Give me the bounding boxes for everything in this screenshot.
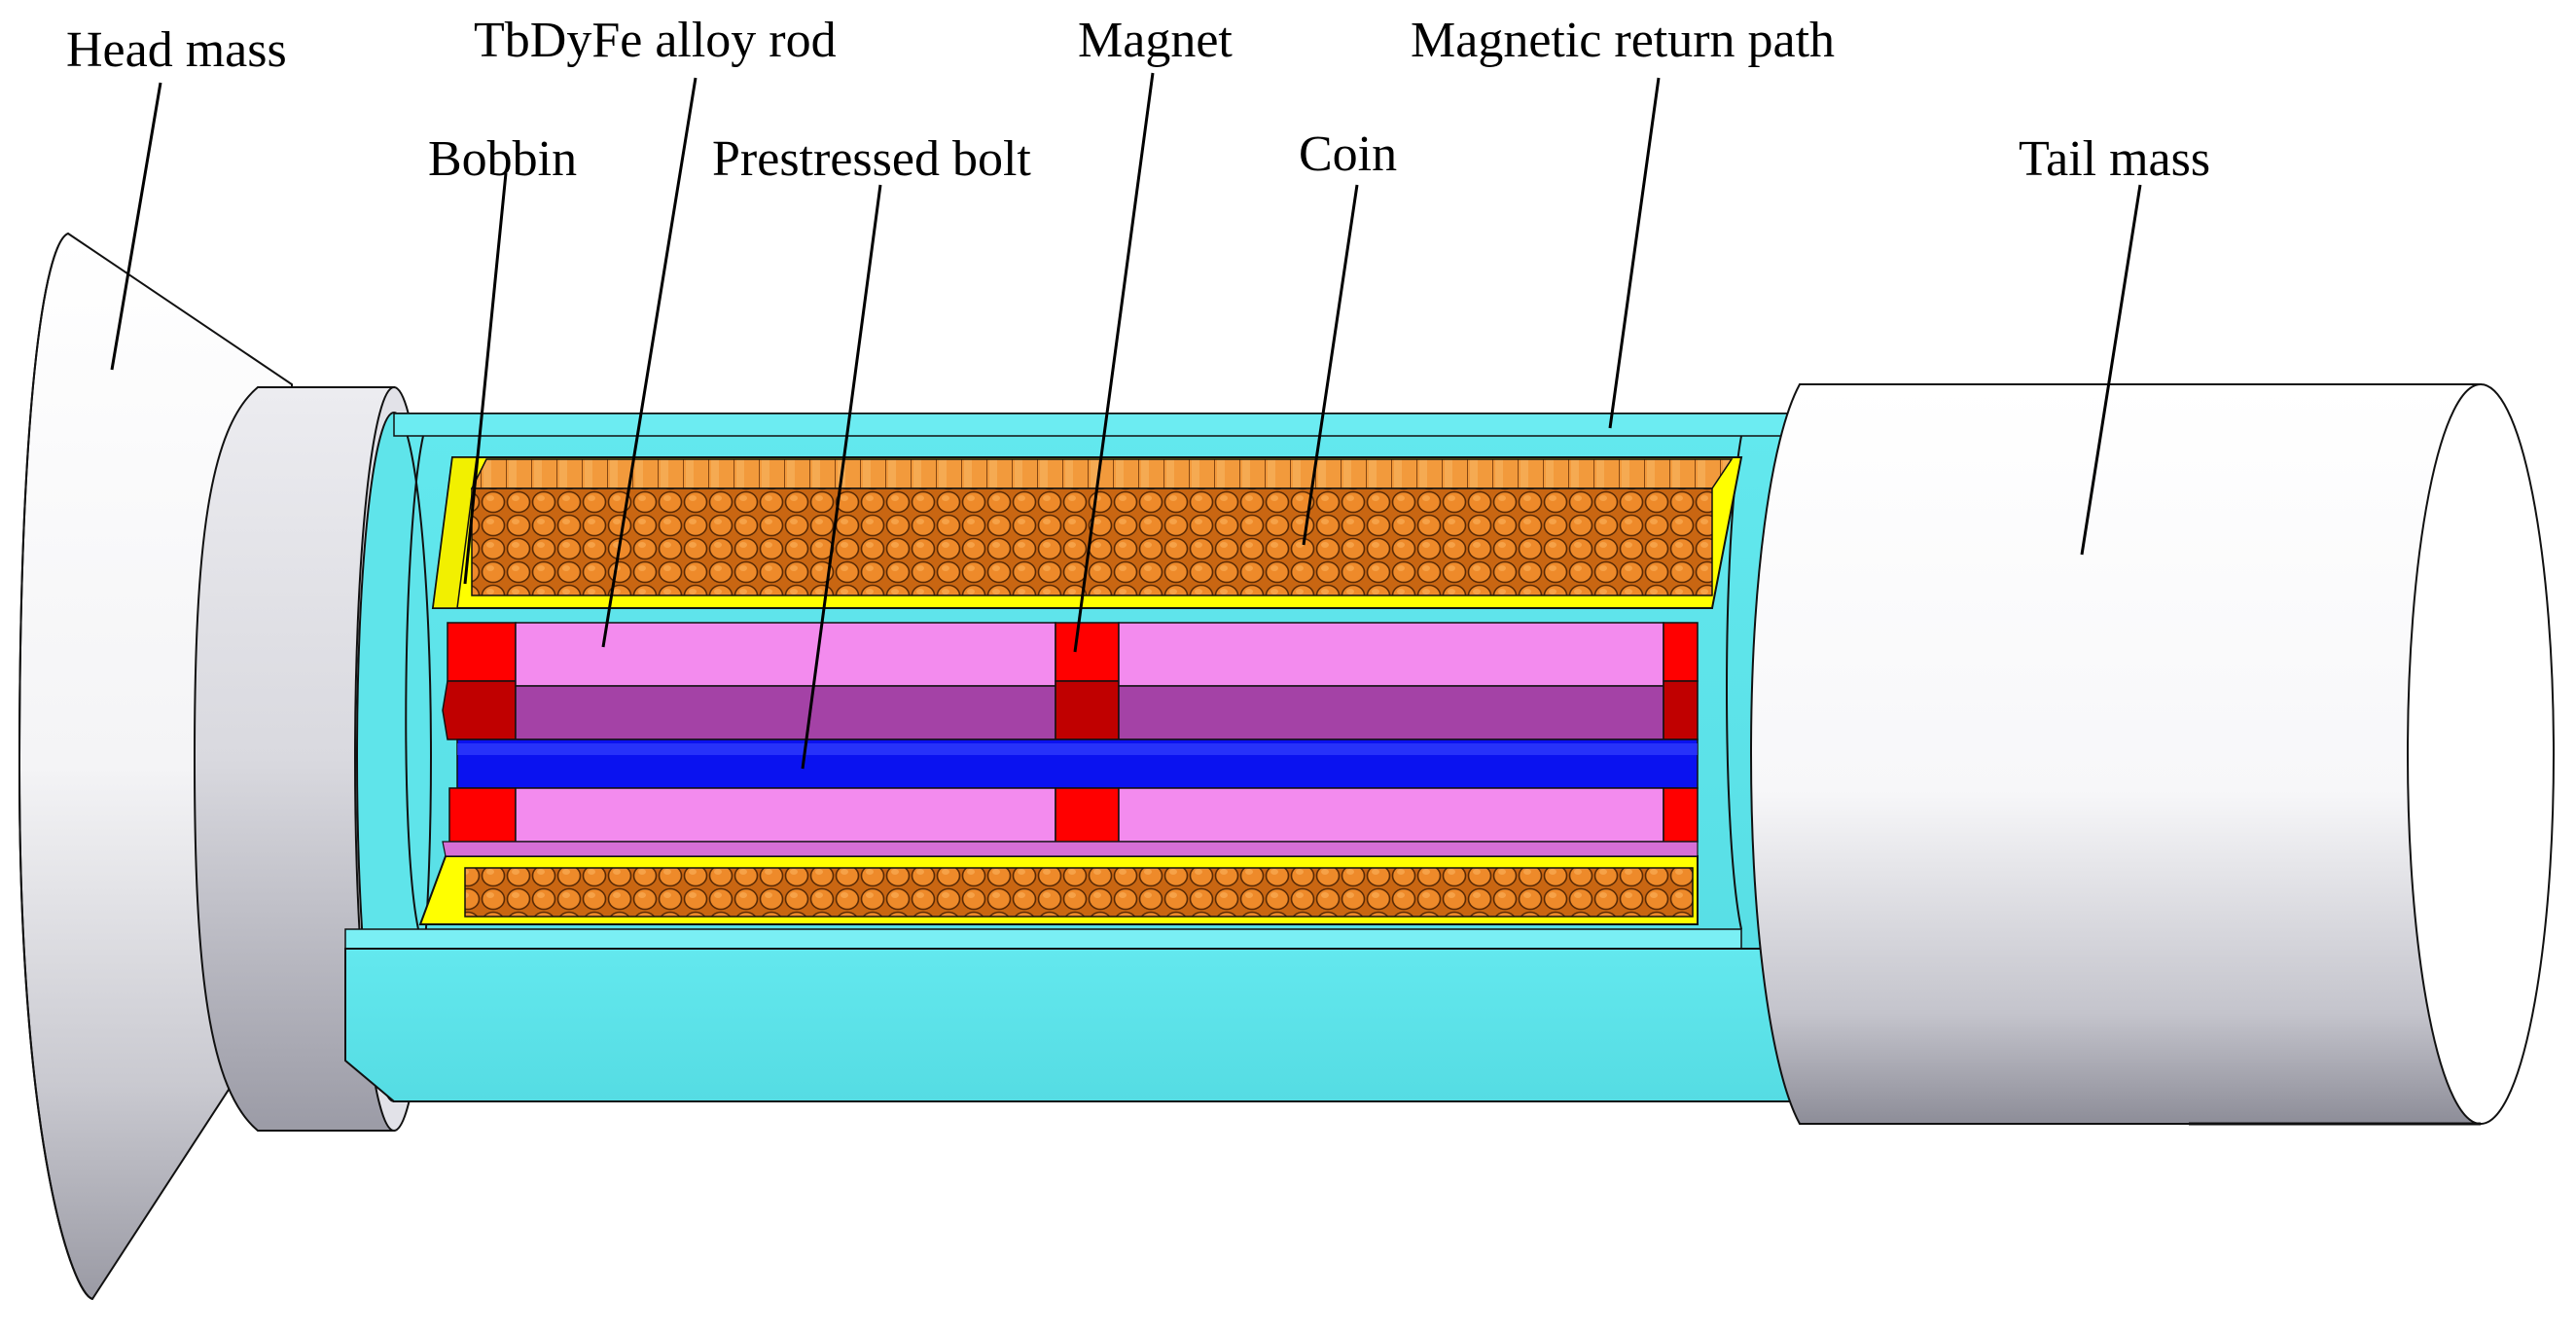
rod-row-upper <box>442 622 1699 740</box>
coil-lower <box>464 867 1694 918</box>
label-tail-mass: Tail mass <box>2019 131 2210 187</box>
label-prestressed-bolt: Prestressed bolt <box>712 131 1031 187</box>
labels: Head mass TbDyFe alloy rod Magnet Magnet… <box>66 13 2210 187</box>
label-bobbin: Bobbin <box>428 131 577 187</box>
rod-row-lower <box>442 787 1699 857</box>
label-tbdyfe-alloy-rod: TbDyFe alloy rod <box>474 13 837 68</box>
coil-upper <box>470 458 1734 596</box>
leader-lines <box>110 72 2142 770</box>
tail-mass <box>1749 383 2555 1126</box>
label-magnetic-return-path: Magnetic return path <box>1411 13 1835 68</box>
label-coin: Coin <box>1299 126 1397 182</box>
label-head-mass: Head mass <box>66 22 287 78</box>
prestressed-bolt <box>456 739 1699 789</box>
label-magnet: Magnet <box>1078 13 1233 68</box>
